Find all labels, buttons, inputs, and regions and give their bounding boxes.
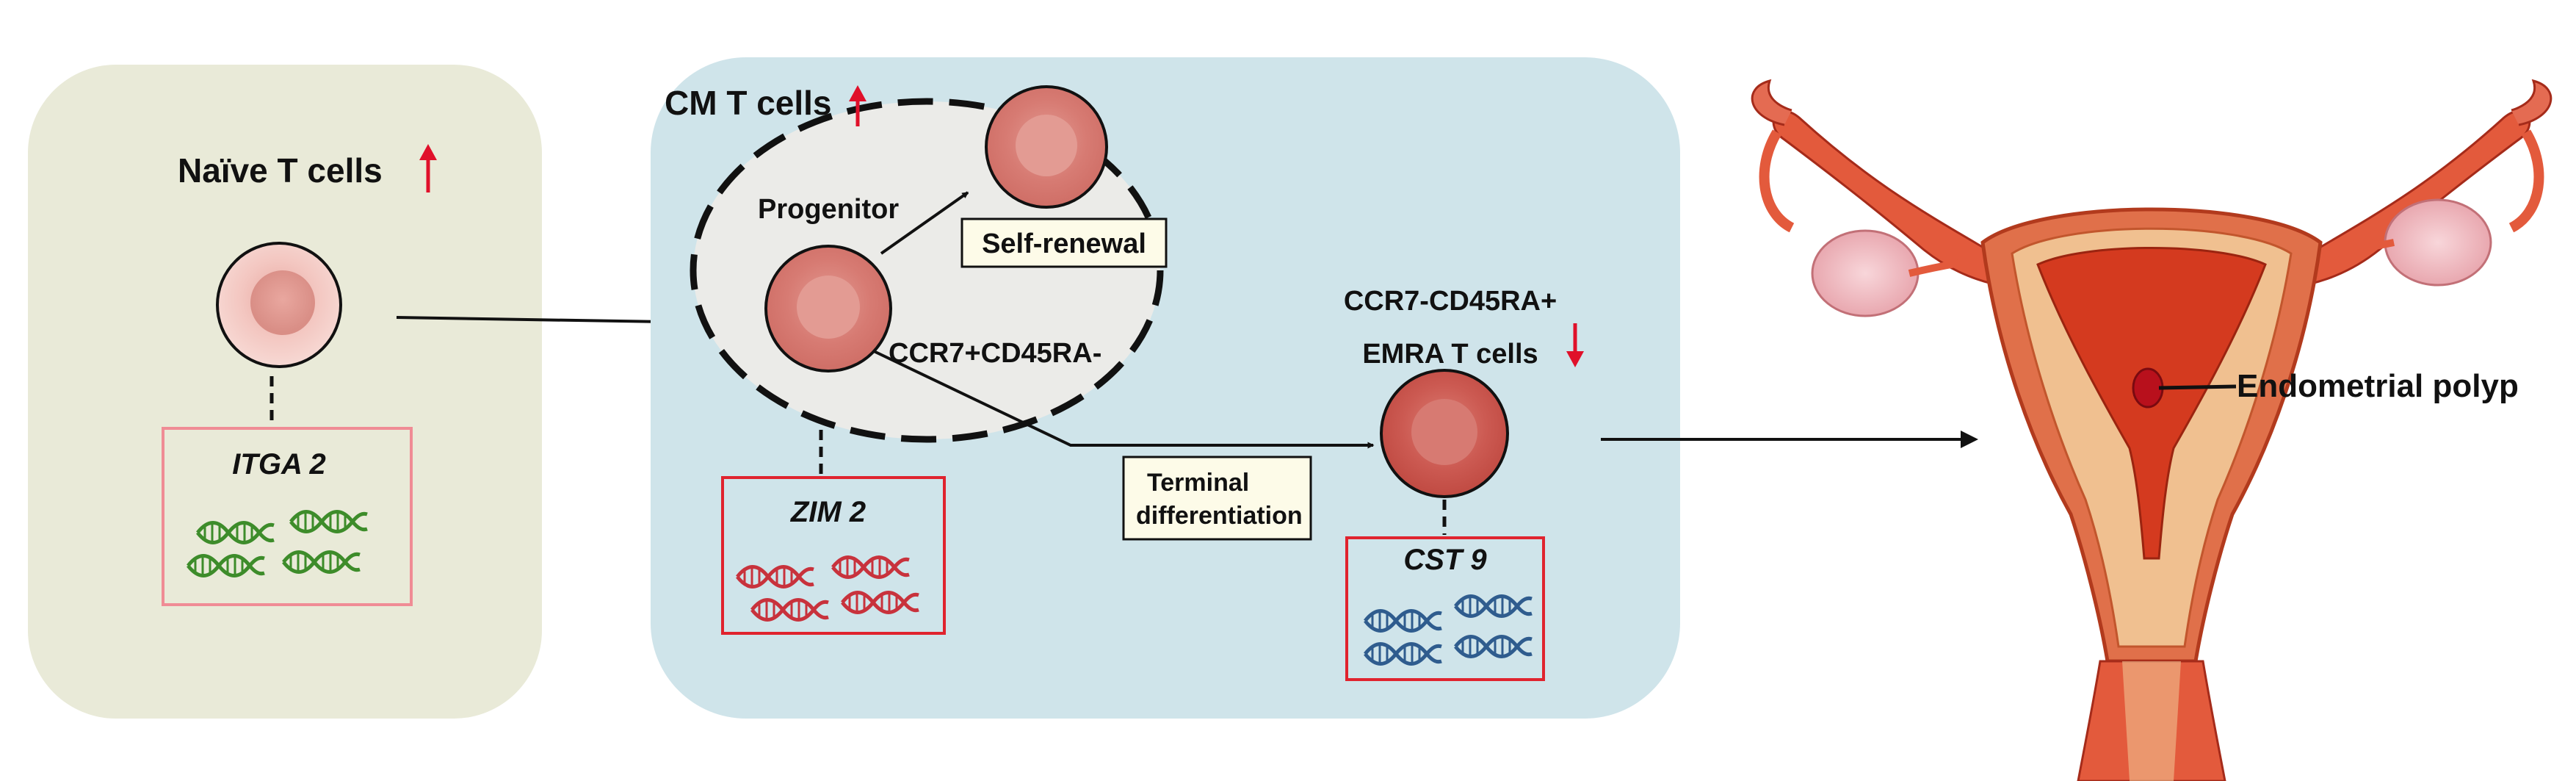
progenitor-label: Progenitor [758,194,899,225]
terminal-line1: Terminal [1147,469,1249,497]
cm-title: CM T cells [665,84,832,122]
emra-down-arrow-icon [1566,323,1584,367]
polyp-icon [2132,367,2164,409]
naive-t-cell [216,242,342,368]
self-renewal-label: Self-renewal [982,228,1146,259]
polyp-pointer [2158,384,2237,390]
cm-marker-label: CCR7+CD45RA- [889,338,1101,369]
terminal-differentiation-box [1122,456,1312,541]
cm-up-arrow-icon [849,85,866,126]
naive-panel [28,65,542,719]
cm-gene-box [721,476,946,635]
cm-gene-label: ZIM 2 [790,496,866,528]
naive-up-arrow-icon [419,144,437,192]
naive-gene-label: ITGA 2 [232,448,325,481]
naive-gene-box [162,427,413,606]
terminal-line2: differentiation [1136,502,1303,530]
emra-gene-box [1345,536,1545,681]
progenitor-cell [764,245,892,372]
self-renewal-box [960,217,1168,268]
emra-title: EMRA T cells [1362,339,1538,370]
naive-title: Naïve T cells [178,151,383,190]
polyp-label: Endometrial polyp [2237,368,2519,404]
emra-gene-label: CST 9 [1403,544,1487,576]
self-renewal-cell [985,85,1108,209]
uterus-illustration [1751,79,2553,781]
emra-t-cell [1380,369,1509,498]
emra-marker-label: CCR7-CD45RA+ [1344,286,1557,317]
terminal-differentiation-arrow [873,350,1375,449]
self-renewal-arrow [880,191,969,255]
